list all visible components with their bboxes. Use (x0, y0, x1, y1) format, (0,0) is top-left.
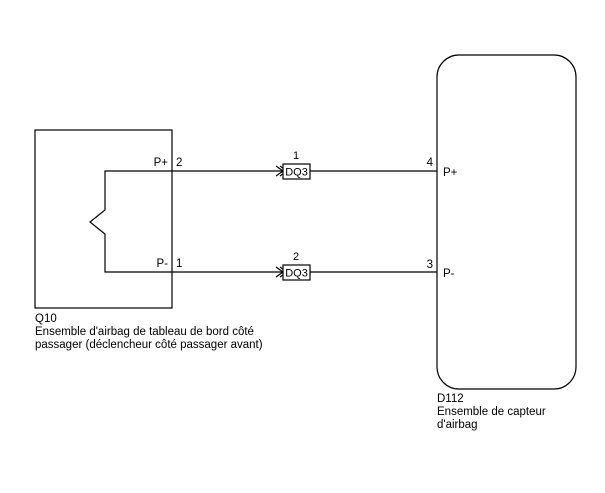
q10-name-line1: Ensemble d'airbag de tableau de bord côt… (35, 326, 254, 338)
d112-pin-label-p-minus: P- (443, 268, 455, 280)
q10-pin-label-p-minus: P- (157, 258, 169, 270)
connector-1-name: DQ3 (285, 167, 308, 179)
d112-pin-number-3: 3 (427, 259, 433, 271)
connector-2-pin-number: 2 (293, 251, 299, 263)
d112-pin-number-4: 4 (427, 157, 434, 169)
component-q10-box (34, 129, 173, 309)
q10-id: Q10 (35, 313, 57, 325)
d112-pin-label-p-plus: P+ (443, 167, 458, 179)
q10-pin-number-2: 2 (176, 157, 182, 169)
squib-symbol (89, 170, 172, 273)
connector-1-pin-number: 1 (293, 150, 299, 162)
q10-pin-number-1: 1 (176, 258, 182, 270)
q10-name-line2: passager (déclencheur côté passager avan… (35, 339, 263, 351)
q10-pin-label-p-plus: P+ (154, 157, 169, 169)
component-d112-box (436, 54, 577, 390)
d112-name-line1: Ensemble de capteur (437, 406, 546, 418)
d112-name-line2: d'airbag (437, 419, 478, 431)
connector-2-name: DQ3 (285, 268, 308, 280)
d112-id: D112 (437, 393, 464, 405)
